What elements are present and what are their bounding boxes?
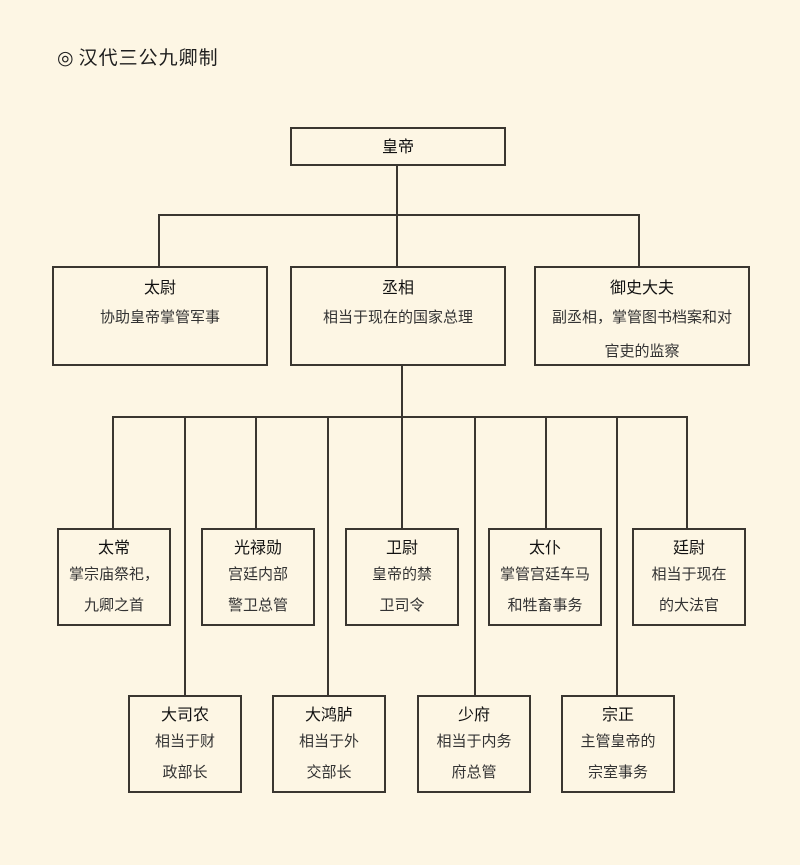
node-name: 廷尉 — [672, 538, 705, 557]
node-weiwei: 卫尉 皇帝的禁 卫司令 — [345, 528, 459, 626]
node-dahonglu: 大鸿胪 相当于外 交部长 — [272, 695, 386, 793]
node-chengxiang: 丞相 相当于现在的国家总理 — [290, 266, 506, 366]
node-emperor: 皇帝 — [290, 127, 506, 166]
title-text: 汉代三公九卿制 — [78, 47, 219, 69]
node-desc: 官吏的监察 — [604, 342, 680, 360]
node-tingwei: 廷尉 相当于现在 的大法官 — [632, 528, 746, 626]
node-desc: 宗室事务 — [587, 763, 648, 781]
node-desc: 和牲畜事务 — [507, 596, 583, 614]
node-desc: 皇帝的禁 — [371, 565, 432, 583]
node-taipu: 太仆 掌管宫廷车马 和牲畜事务 — [488, 528, 602, 626]
node-desc: 警卫总管 — [227, 596, 288, 614]
node-name: 卫尉 — [385, 538, 418, 557]
node-desc: 相当于外 — [298, 732, 359, 750]
node-desc: 政部长 — [162, 763, 208, 781]
node-desc: 卫司令 — [379, 596, 425, 614]
node-name: 皇帝 — [381, 136, 414, 156]
node-desc: 主管皇帝的 — [580, 732, 656, 750]
double-circle-icon: ◎ — [57, 47, 75, 69]
node-desc: 副丞相，掌管图书档案和对 — [551, 308, 732, 326]
node-name: 大司农 — [160, 705, 209, 724]
node-name: 太常 — [97, 538, 130, 557]
node-name: 御史大夫 — [609, 278, 674, 297]
node-desc: 宫廷内部 — [227, 565, 288, 583]
page-title: ◎汉代三公九卿制 — [57, 43, 219, 70]
node-zongzheng: 宗正 主管皇帝的 宗室事务 — [561, 695, 675, 793]
node-desc: 相当于内务 — [436, 732, 512, 750]
node-guangluxun: 光禄勋 宫廷内部 警卫总管 — [201, 528, 315, 626]
node-yushi-dafu: 御史大夫 副丞相，掌管图书档案和对 官吏的监察 — [534, 266, 750, 366]
node-name: 少府 — [457, 705, 490, 724]
node-desc: 府总管 — [451, 763, 497, 781]
node-shaofu: 少府 相当于内务 府总管 — [417, 695, 531, 793]
node-desc: 相当于现在 — [651, 565, 727, 583]
node-taichang: 太常 掌宗庙祭祀， 九卿之首 — [57, 528, 171, 626]
node-desc: 协助皇帝掌管军事 — [99, 308, 220, 326]
node-desc: 交部长 — [306, 763, 352, 781]
node-desc: 掌管宫廷车马 — [499, 565, 590, 583]
node-desc: 的大法官 — [658, 596, 719, 614]
node-name: 宗正 — [601, 705, 634, 724]
node-name: 丞相 — [381, 278, 414, 297]
node-desc: 相当于财 — [154, 732, 215, 750]
node-name: 光禄勋 — [233, 538, 282, 557]
node-desc: 九卿之首 — [83, 596, 144, 614]
node-desc: 掌宗庙祭祀， — [68, 565, 159, 583]
node-name: 太仆 — [528, 538, 561, 557]
node-dasinong: 大司农 相当于财 政部长 — [128, 695, 242, 793]
node-taiwei: 太尉 协助皇帝掌管军事 — [52, 266, 268, 366]
node-desc: 相当于现在的国家总理 — [322, 308, 473, 326]
node-name: 大鸿胪 — [304, 705, 353, 724]
node-name: 太尉 — [143, 278, 176, 297]
